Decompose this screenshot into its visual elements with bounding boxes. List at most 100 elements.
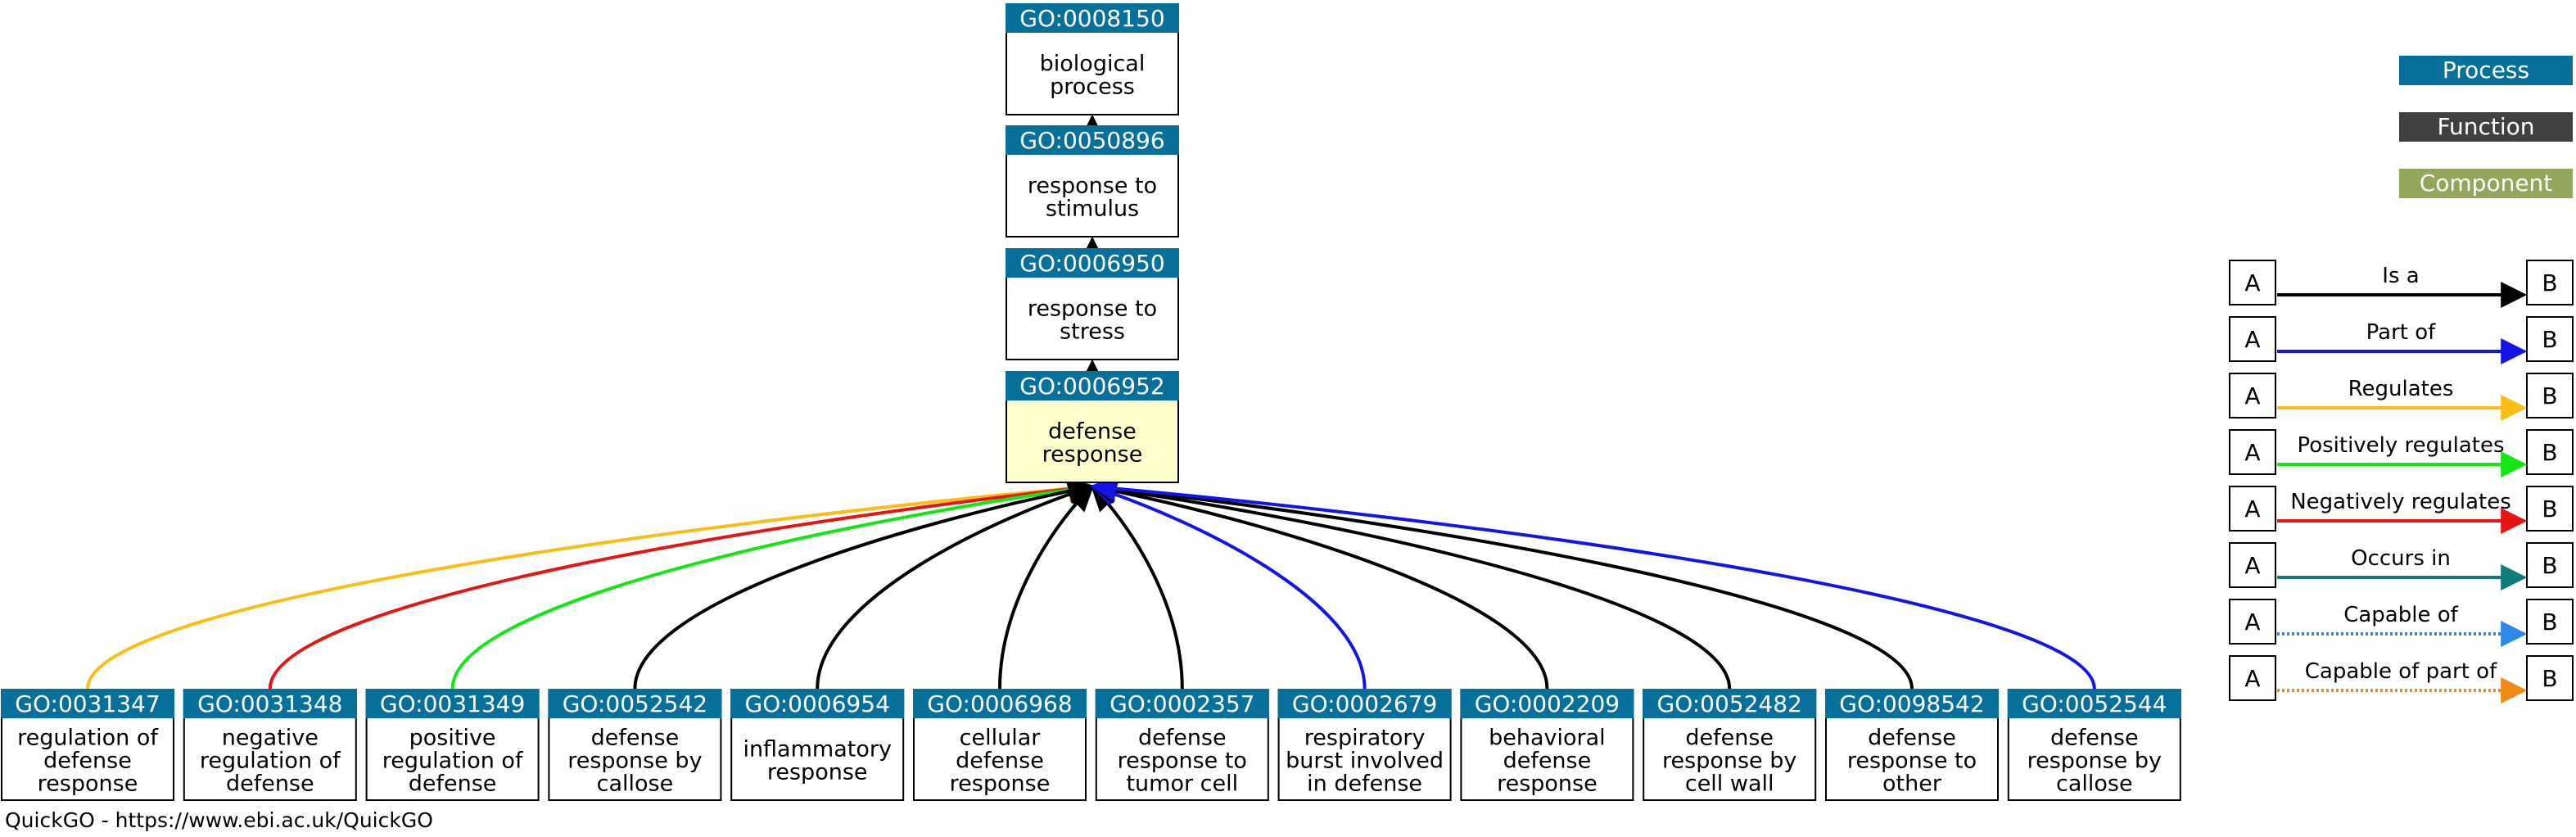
svg-text:B: B xyxy=(2542,382,2557,409)
term-id: GO:0031348 xyxy=(197,690,342,717)
term-name-line: defense xyxy=(1685,726,1774,751)
term-name-line: regulation of xyxy=(382,749,524,774)
edge-positively-regulates xyxy=(450,477,1096,690)
term-id: GO:0052542 xyxy=(563,690,707,717)
term-id: GO:0052482 xyxy=(1657,690,1802,717)
term-name-line: response to xyxy=(1028,296,1157,322)
edge-is-a xyxy=(1089,476,1914,690)
term-id: GO:0006954 xyxy=(745,690,890,717)
relationship-edges xyxy=(86,114,2096,690)
term-id: GO:0006952 xyxy=(1019,373,1164,400)
svg-text:A: A xyxy=(2244,495,2260,523)
svg-text:A: A xyxy=(2244,382,2260,409)
svg-text:Negatively regulates: Negatively regulates xyxy=(2290,490,2511,514)
term-id: GO:0050896 xyxy=(1019,127,1164,154)
edge-negatively-regulates xyxy=(268,476,1096,690)
term-id: GO:0008150 xyxy=(1019,5,1164,32)
edge-is-a xyxy=(1089,477,1732,690)
term-name-line: response by xyxy=(2027,749,2162,774)
edge-regulates xyxy=(86,475,1096,690)
term-name-line: defense xyxy=(1868,726,1956,751)
term-name-line: defense xyxy=(1138,726,1227,751)
svg-text:Part of: Part of xyxy=(2366,320,2436,345)
svg-text:A: A xyxy=(2244,439,2260,466)
term-name-line: defense xyxy=(591,726,680,751)
footer-attribution: QuickGO - https://www.ebi.ac.uk/QuickGO xyxy=(5,808,433,832)
legend-process: Process xyxy=(2399,56,2573,85)
term-name-line: response xyxy=(1042,442,1143,468)
term-name-line: defense xyxy=(956,749,1044,774)
term-name-line: callose xyxy=(2056,771,2133,797)
svg-text:Regulates: Regulates xyxy=(2348,377,2454,401)
term-name-line: behavioral xyxy=(1489,726,1606,751)
term-id: GO:0002209 xyxy=(1475,690,1620,717)
edge-is-a xyxy=(633,477,1096,690)
term-name-line: regulation of xyxy=(200,749,341,774)
term-name-line: response xyxy=(767,760,868,785)
term-name-line: biological xyxy=(1040,52,1146,77)
legend-relation-positively-regulates: A B Positively regulates xyxy=(2229,429,2574,477)
svg-text:A: A xyxy=(2244,326,2260,353)
term-nodes: GO:0008150biologicalprocessGO:0050896res… xyxy=(1,3,2181,801)
term-name-line: negative xyxy=(222,726,319,751)
term-name-line: defense xyxy=(43,749,132,774)
term-name-line: cell wall xyxy=(1685,771,1774,797)
svg-text:B: B xyxy=(2542,552,2557,579)
term-id: GO:0098542 xyxy=(1839,690,1984,717)
svg-text:B: B xyxy=(2542,326,2557,353)
svg-text:B: B xyxy=(2542,495,2557,523)
term-name-line: defense xyxy=(1503,749,1592,774)
svg-text:Positively regulates: Positively regulates xyxy=(2297,433,2504,458)
svg-text:B: B xyxy=(2542,439,2557,466)
term-name-line: stress xyxy=(1060,319,1125,345)
svg-text:Occurs in: Occurs in xyxy=(2351,546,2451,571)
svg-text:A: A xyxy=(2244,269,2260,296)
term-id: GO:0002679 xyxy=(1292,690,1437,717)
term-id: GO:0052544 xyxy=(2022,690,2167,717)
term-name-line: response by xyxy=(567,749,702,774)
term-name-line: callose xyxy=(597,771,674,797)
svg-text:Process: Process xyxy=(2443,57,2529,84)
svg-text:B: B xyxy=(2542,269,2557,296)
svg-text:A: A xyxy=(2244,609,2260,636)
term-name-line: defense xyxy=(226,771,314,797)
legend-relation-part-of: A B Part of xyxy=(2229,316,2574,364)
edge-is-a xyxy=(998,484,1095,690)
term-id: GO:0031349 xyxy=(380,690,525,717)
term-id: GO:0006968 xyxy=(927,690,1072,717)
term-name-line: defense xyxy=(2050,726,2139,751)
term-name-line: response by xyxy=(1662,749,1796,774)
term-name-line: burst involved xyxy=(1286,749,1444,774)
term-name-line: process xyxy=(1050,75,1135,100)
term-name-line: defense xyxy=(1048,419,1137,445)
legend-component: Component xyxy=(2399,169,2573,198)
term-name-line: tumor cell xyxy=(1126,771,1238,797)
term-name-line: stimulus xyxy=(1046,197,1139,222)
svg-text:Capable of: Capable of xyxy=(2343,603,2458,627)
svg-text:Capable of part of: Capable of part of xyxy=(2305,659,2497,684)
term-name-line: other xyxy=(1882,771,1942,797)
edge-part-of xyxy=(1089,481,1367,690)
